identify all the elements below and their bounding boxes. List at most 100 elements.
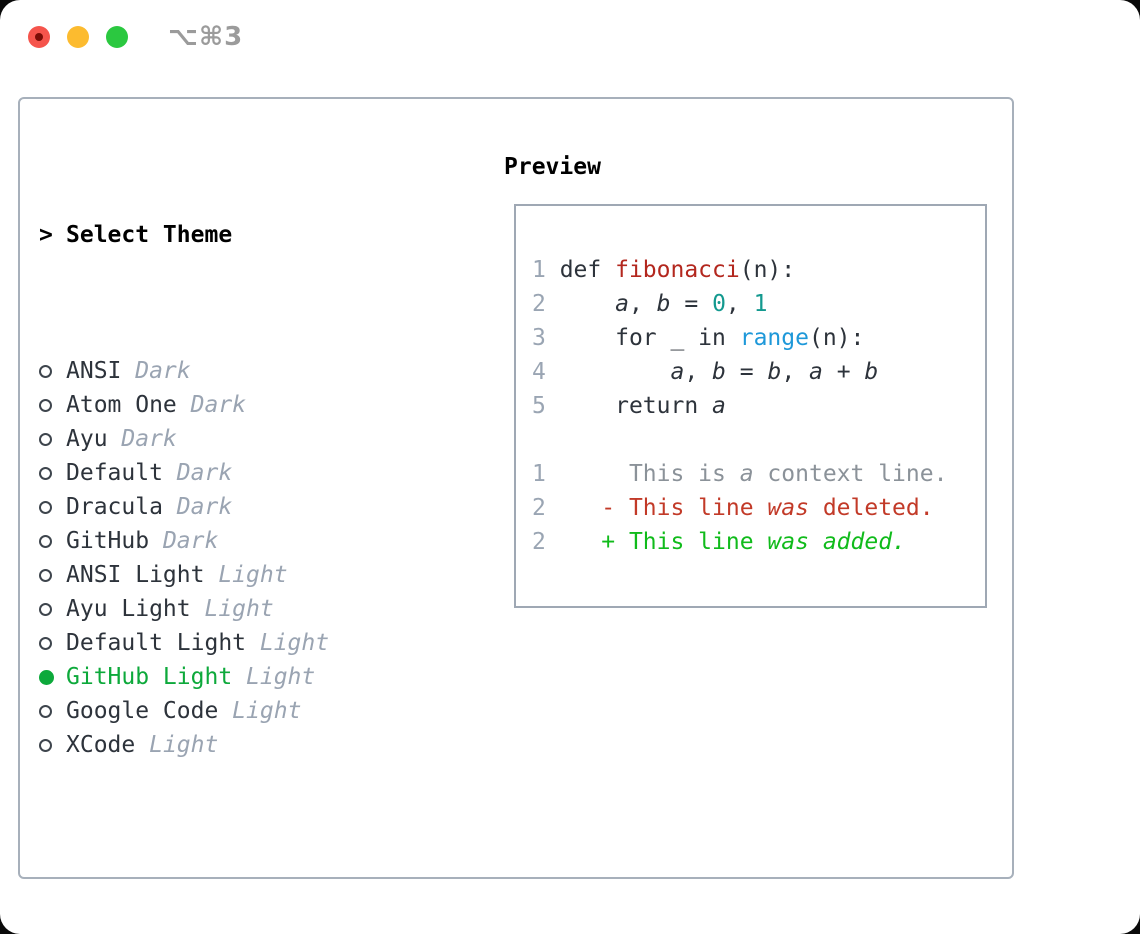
- radio-icon: [39, 602, 52, 616]
- select-theme-title: Select Theme: [66, 222, 233, 248]
- traffic-lights: [28, 26, 128, 48]
- radio-marker: [39, 500, 66, 514]
- code-token: b: [864, 359, 879, 385]
- code-token: b: [767, 359, 782, 385]
- radio-marker: [39, 602, 66, 616]
- code-token: ,: [725, 291, 754, 317]
- code-token: range: [739, 325, 809, 351]
- code-token: (n):: [739, 257, 796, 283]
- option-tag: Dark: [176, 392, 247, 418]
- option-tag: Dark: [121, 358, 191, 384]
- option-tag: Light: [246, 630, 330, 656]
- code-token: [560, 359, 671, 385]
- option-label: Ayu Light: [66, 596, 191, 622]
- option-theme-atom-one[interactable]: Atom One Dark: [39, 388, 427, 422]
- minimize-button[interactable]: [67, 26, 89, 48]
- code-token: a: [615, 291, 629, 317]
- option-label: Dracula: [66, 494, 163, 520]
- option-tag: Dark: [149, 528, 219, 554]
- option-theme-github[interactable]: GitHub Dark: [39, 524, 427, 558]
- code-token: [560, 291, 615, 317]
- option-theme-google-code[interactable]: Google Code Light: [39, 694, 427, 728]
- line-number: 3: [532, 325, 560, 351]
- code-line: [532, 423, 985, 457]
- code-line: 5 return a: [532, 389, 985, 423]
- code-token: context line.: [753, 461, 948, 487]
- radio-icon: [39, 704, 52, 718]
- code-token: deleted.: [808, 495, 934, 521]
- line-number: 1: [532, 257, 560, 283]
- option-label: Atom One: [66, 392, 177, 418]
- option-label: ANSI Light: [66, 562, 205, 588]
- code-token: return: [559, 393, 713, 419]
- code-token: =: [670, 291, 713, 317]
- radio-selected-icon: [39, 669, 54, 685]
- code-token: b: [712, 359, 726, 385]
- option-theme-xcode[interactable]: XCode Light: [39, 728, 427, 762]
- option-tag: Light: [218, 698, 302, 724]
- radio-marker: [39, 568, 66, 582]
- code-token: - This line: [559, 495, 768, 521]
- option-label: GitHub: [66, 528, 150, 554]
- option-theme-ayu-light[interactable]: Ayu Light Light: [39, 592, 427, 626]
- code-token: def: [559, 257, 616, 283]
- radio-icon: [39, 534, 52, 548]
- select-theme-header: > Select Theme: [39, 218, 427, 252]
- radio-marker: [39, 534, 66, 548]
- code-token: ,: [684, 359, 713, 385]
- option-label: Ayu: [66, 426, 108, 452]
- radio-marker: [39, 364, 66, 378]
- code-token: fibonacci: [615, 257, 740, 283]
- code-token: This is: [559, 461, 740, 487]
- radio-marker: [39, 636, 66, 650]
- option-tag: Light: [190, 596, 274, 622]
- radio-icon: [39, 636, 52, 650]
- code-token: +: [822, 359, 865, 385]
- prompt-icon: >: [39, 222, 53, 248]
- line-number: 5: [532, 393, 560, 419]
- code-token: a: [809, 359, 823, 385]
- code-token: =: [725, 359, 768, 385]
- option-theme-ansi[interactable]: ANSI Dark: [39, 354, 427, 388]
- option-theme-default[interactable]: Default Dark: [39, 456, 427, 490]
- titlebar: ⌥⌘3: [0, 0, 1140, 75]
- radio-icon: [39, 568, 52, 582]
- zoom-button[interactable]: [106, 26, 128, 48]
- radio-icon: [39, 466, 52, 480]
- code-token: added.: [822, 529, 906, 555]
- option-theme-default-light[interactable]: Default Light Light: [39, 626, 427, 660]
- code-token: [809, 529, 823, 555]
- code-token: a: [712, 393, 726, 419]
- radio-marker: [39, 669, 66, 685]
- radio-icon: [39, 364, 52, 378]
- option-theme-ayu[interactable]: Ayu Dark: [39, 422, 427, 456]
- close-dot-icon: [35, 33, 43, 41]
- code-line: 1 def fibonacci(n):: [532, 253, 985, 287]
- code-token: was: [767, 495, 809, 521]
- radio-icon: [39, 432, 52, 446]
- radio-marker: [39, 704, 66, 718]
- option-tag: Dark: [107, 426, 177, 452]
- radio-marker: [39, 398, 66, 412]
- close-button[interactable]: [28, 26, 50, 48]
- radio-marker: [39, 466, 66, 480]
- code-line: 2 + This line was added.: [532, 525, 985, 559]
- option-theme-ansi-light[interactable]: ANSI Light Light: [39, 558, 427, 592]
- code-line: 2 - This line was deleted.: [532, 491, 985, 525]
- option-theme-dracula[interactable]: Dracula Dark: [39, 490, 427, 524]
- code-token: was: [767, 529, 809, 555]
- code-token: for _ in: [559, 325, 740, 351]
- option-label: XCode: [66, 732, 136, 758]
- option-tag: Dark: [162, 494, 233, 520]
- line-number: 1: [532, 461, 560, 487]
- code-line: 2 a, b = 0, 1: [532, 287, 985, 321]
- radio-marker: [39, 738, 66, 752]
- spacer: [39, 830, 427, 864]
- option-theme-github-light[interactable]: GitHub Light Light: [39, 660, 427, 694]
- line-number: 2: [532, 529, 560, 555]
